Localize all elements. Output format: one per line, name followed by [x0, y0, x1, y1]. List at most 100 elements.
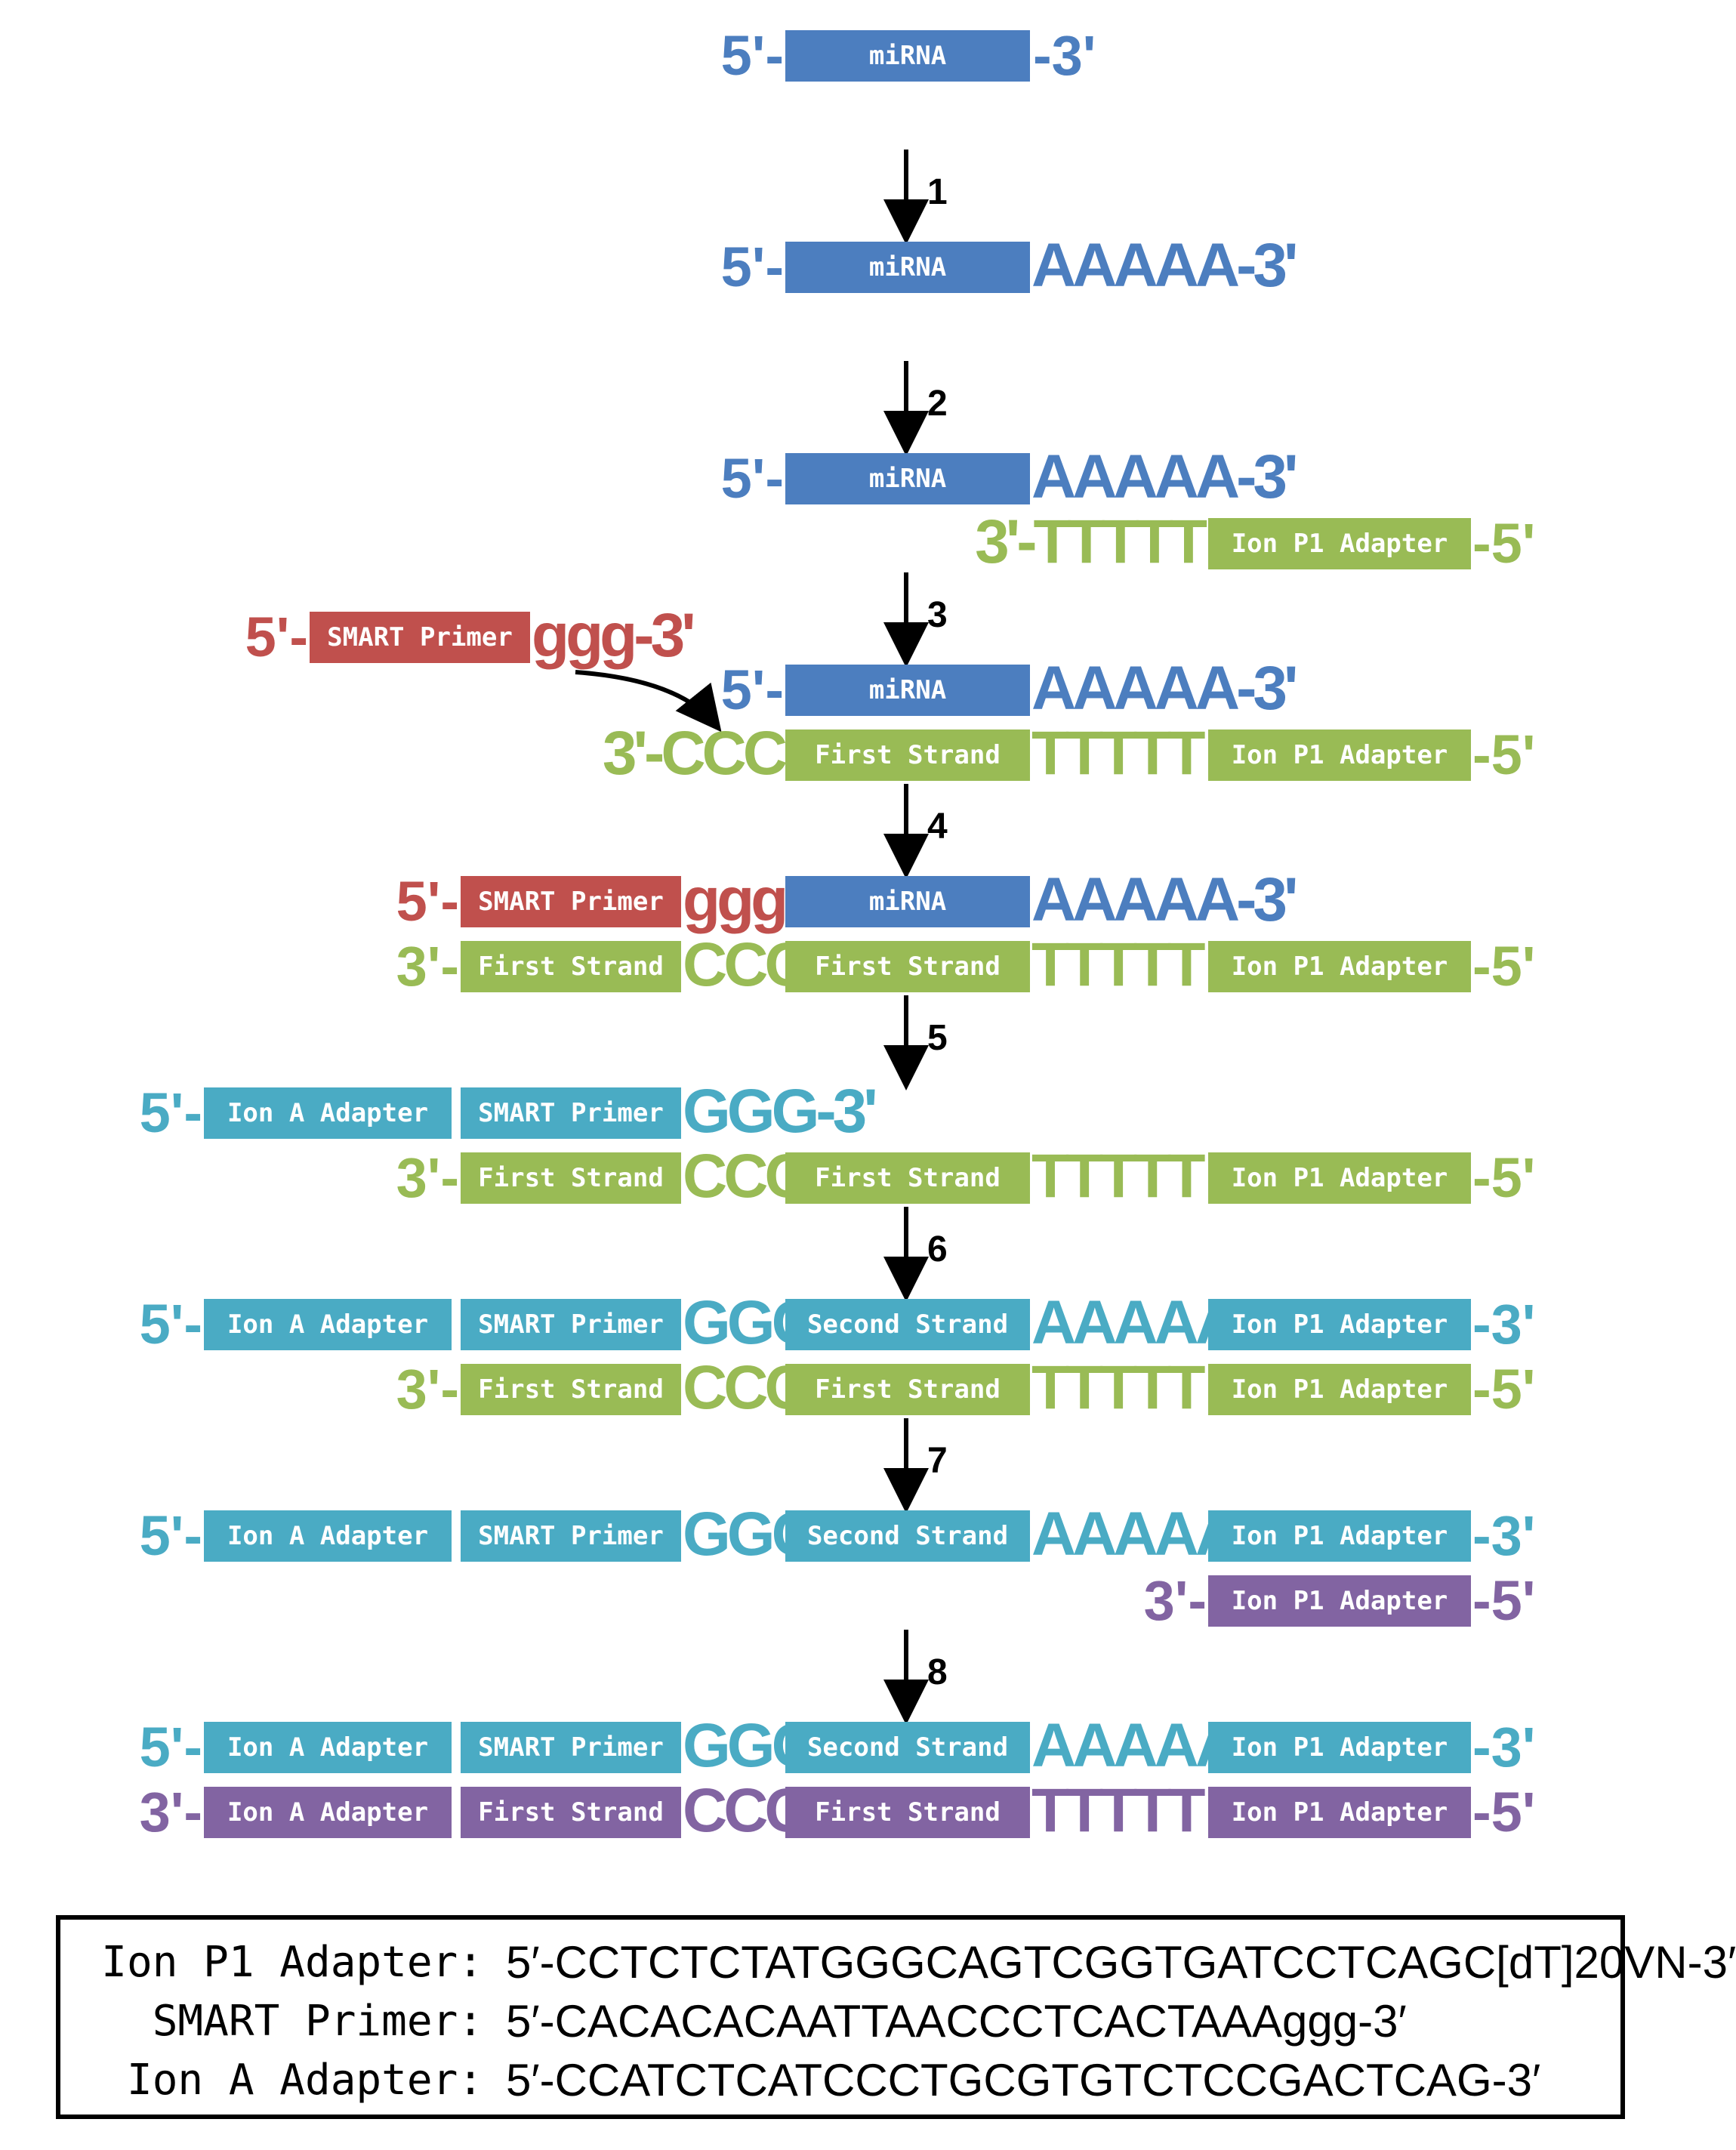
row4-ion-p1-adapter: Ion P1 Adapter [1208, 730, 1471, 781]
row4-smart-primer: SMART Primer [310, 612, 530, 663]
row9-ion-p1-adapter: Ion P1 Adapter [1208, 1787, 1471, 1838]
legend-sequence: 5′-CCATCTCATCCCTGCGTGTCTCCGACTCAG-3′ [506, 2055, 1541, 2105]
row2-polya-3prime: AAAAA-3' [1031, 231, 1298, 300]
row8-5prime: 5'- [139, 1504, 202, 1567]
row7-smart-primer: SMART Primer [461, 1299, 681, 1350]
row8-ion-a-adapter: Ion A Adapter [204, 1510, 452, 1562]
row4-5prime-end: -5' [1472, 723, 1536, 786]
row2-mirna-segment: miRNA [785, 242, 1030, 293]
row9-3prime: 3'- [139, 1781, 202, 1843]
row6-ggg-3prime: GGG-3' [683, 1077, 878, 1146]
row7-5prime: 5'- [139, 1293, 202, 1356]
row8-5prime-end: -5' [1472, 1569, 1536, 1632]
row6-smart-primer: SMART Primer [461, 1087, 681, 1139]
legend-row-smart: SMART Primer: 5′-CACACACAATTAACCCTCACTAA… [60, 1994, 1616, 2050]
row6-3prime: 3'- [396, 1146, 459, 1209]
row8-smart-primer: SMART Primer [461, 1510, 681, 1562]
row7-second-strand: Second Strand [785, 1299, 1030, 1350]
row9-first-strand: First Strand [785, 1787, 1030, 1838]
step-number-4: 4 [927, 807, 948, 847]
row3-5prime-end: -5' [1472, 512, 1536, 575]
row4-mirna-segment: miRNA [785, 665, 1030, 716]
step-number-8: 8 [927, 1652, 948, 1692]
row5-smart-5prime: 5'- [396, 870, 459, 933]
legend-label: Ion P1 Adapter: [101, 1938, 483, 1987]
row6-5prime-end: -5' [1472, 1146, 1536, 1209]
row5-3prime: 3'- [396, 935, 459, 998]
sequence-legend: Ion P1 Adapter: 5′-CCTCTCTATGGGCAGTCGGTG… [56, 1915, 1736, 2119]
legend-label: SMART Primer: [152, 1997, 483, 2046]
step-number-6: 6 [927, 1229, 948, 1269]
row6-5prime: 5'- [139, 1081, 202, 1144]
step-number-7: 7 [927, 1441, 948, 1481]
row8-polya: AAAAA [1031, 1500, 1240, 1569]
row2-5prime: 5'- [720, 236, 784, 298]
row9-polyt: TTTTT [1031, 1776, 1205, 1845]
row5-first-strand-ext: First Strand [461, 941, 681, 992]
row1-5prime: 5'- [720, 24, 784, 87]
row7-ion-p1-adapter: Ion P1 Adapter [1208, 1364, 1471, 1415]
row5-polyt: TTTTT [1031, 930, 1205, 999]
row7-3prime: 3'- [396, 1358, 459, 1420]
row5-mirna-segment: miRNA [785, 876, 1030, 927]
row7-ion-a-adapter: Ion A Adapter [204, 1299, 452, 1350]
row7-first-strand-ext: First Strand [461, 1364, 681, 1415]
row9-smart-primer: SMART Primer [461, 1722, 681, 1773]
row3-polya-3prime: AAAAA-3' [1031, 443, 1298, 511]
step-number-1: 1 [927, 172, 948, 212]
row3-ion-p1-adapter: Ion P1 Adapter [1208, 518, 1471, 569]
legend-sequence: 5′-CACACACAATTAACCCTCACTAAAggg-3′ [506, 1996, 1407, 2047]
row4-ggg-3prime: ggg-3' [532, 601, 696, 670]
smart-primer-annealing-arrow [575, 670, 722, 733]
row6-first-strand: First Strand [785, 1152, 1030, 1204]
row4-smart-5prime: 5'- [245, 606, 308, 668]
legend-row-ion-a: Ion A Adapter: 5′-CCATCTCATCCCTGCGTGTCTC… [60, 2053, 1616, 2108]
row9-ion-p1-adapter: Ion P1 Adapter [1208, 1722, 1471, 1773]
row4-first-strand: First Strand [785, 730, 1030, 781]
row4-polyt: TTTTT [1031, 719, 1205, 788]
row8-second-strand: Second Strand [785, 1510, 1030, 1562]
step-number-3: 3 [927, 595, 948, 635]
row3-5prime: 5'- [720, 447, 784, 510]
row9-polya: AAAAA [1031, 1711, 1240, 1780]
row9-ion-a-adapter: Ion A Adapter [204, 1722, 452, 1773]
step-number-5: 5 [927, 1018, 948, 1058]
row7-ion-p1-adapter: Ion P1 Adapter [1208, 1299, 1471, 1350]
row3-polyt-3prime: 3'-TTTTT [975, 507, 1207, 576]
row1-3prime: -3' [1033, 24, 1096, 87]
row8-3prime-end: -3' [1472, 1504, 1536, 1567]
row3-mirna-segment: miRNA [785, 453, 1030, 504]
library-prep-diagram: 1 2 3 4 5 6 7 8 5'- miRNA -3' 5'- miRNA … [56, 24, 1736, 2119]
row9-first-strand-ext: First Strand [461, 1787, 681, 1838]
row7-polyt: TTTTT [1031, 1353, 1205, 1422]
row9-second-strand: Second Strand [785, 1722, 1030, 1773]
row9-3prime-end: -3' [1472, 1716, 1536, 1778]
row6-ion-p1-adapter: Ion P1 Adapter [1208, 1152, 1471, 1204]
legend-row-ion-p1: Ion P1 Adapter: 5′-CCTCTCTATGGGCAGTCGGTG… [60, 1935, 1736, 1991]
row9-ion-a-adapter: Ion A Adapter [204, 1787, 452, 1838]
legend-sequence: 5′-CCTCTCTATGGGCAGTCGGTGATCCTCAGC[dT]20V… [506, 1937, 1736, 1988]
row6-first-strand-ext: First Strand [461, 1152, 681, 1204]
row5-first-strand: First Strand [785, 941, 1030, 992]
row7-5prime-end: -5' [1472, 1358, 1536, 1420]
row9-5prime: 5'- [139, 1716, 202, 1778]
row5-ggg: ggg [683, 865, 788, 934]
row5-polya-3prime: AAAAA-3' [1031, 865, 1298, 934]
arrow-layer [575, 150, 929, 1725]
row9-5prime-end: -5' [1472, 1781, 1536, 1843]
row5-smart-primer: SMART Primer [461, 876, 681, 927]
row6-ion-a-adapter: Ion A Adapter [204, 1087, 452, 1139]
legend-label: Ion A Adapter: [126, 2056, 483, 2105]
row8-ion-p1-adapter: Ion P1 Adapter [1208, 1510, 1471, 1562]
row4-polya-3prime: AAAAA-3' [1031, 654, 1298, 723]
row8-3prime: 3'- [1143, 1569, 1207, 1632]
row7-polya: AAAAA [1031, 1288, 1240, 1357]
row5-5prime-end: -5' [1472, 935, 1536, 998]
row4-5prime: 5'- [720, 659, 784, 721]
step-number-2: 2 [927, 384, 948, 424]
row8-ion-p1-adapter-primer: Ion P1 Adapter [1208, 1575, 1471, 1627]
row1-mirna-segment: miRNA [785, 30, 1030, 82]
row4-ccc-3prime: 3'-CCC [602, 719, 788, 788]
row7-first-strand: First Strand [785, 1364, 1030, 1415]
row7-3prime-end: -3' [1472, 1293, 1536, 1356]
